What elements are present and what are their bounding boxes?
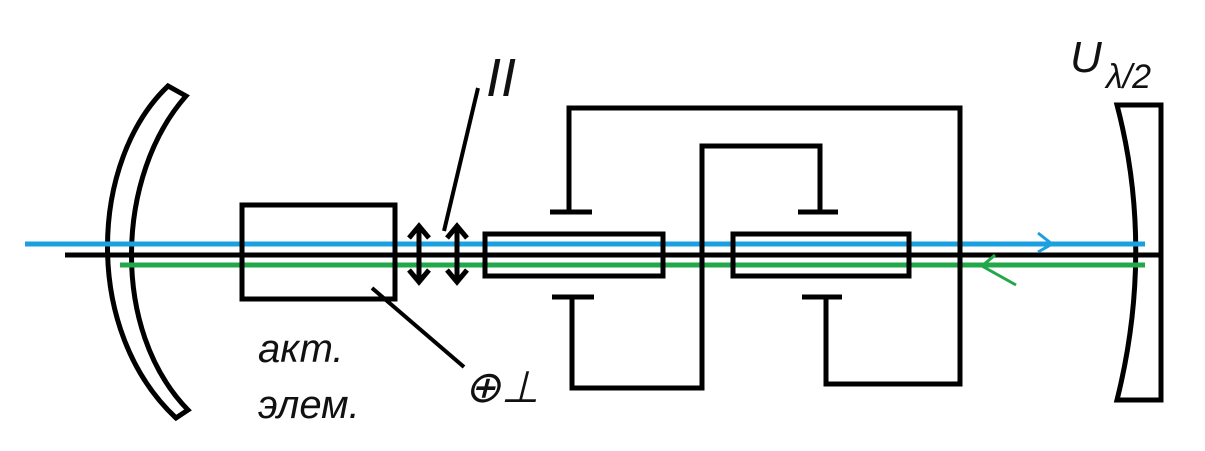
pockels-cell-icon: [482, 231, 666, 279]
parallel-leader-line: [442, 87, 480, 232]
active-element-label-line2: элем.: [258, 383, 360, 427]
active-element: [239, 202, 398, 302]
half-wave-voltage-subscript: λ/2: [1104, 58, 1151, 96]
polarizer-arrow-icon: [407, 222, 469, 286]
electrode-wiring: [550, 105, 963, 391]
return-beam-arrow-icon: [979, 253, 1017, 287]
active-element-label-line1: акт.: [258, 327, 344, 371]
perpendicular-leader-line: [370, 286, 466, 369]
forward-beam-arrow-icon: [1037, 231, 1055, 254]
perpendicular-polarization-label: ⊕⊥: [464, 363, 539, 412]
parallel-polarization-label: II: [486, 48, 516, 108]
output-mirror-icon: [1113, 102, 1164, 403]
pockels-cell-icon: [730, 231, 912, 279]
half-wave-voltage-label: U: [1070, 33, 1102, 82]
concave-mirror-icon: [105, 82, 192, 422]
